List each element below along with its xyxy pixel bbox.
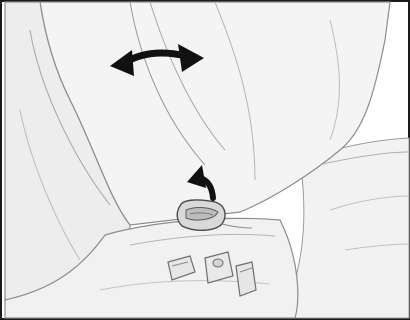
seat-diagram — [0, 0, 410, 320]
seat-illustration-frame — [0, 0, 410, 320]
